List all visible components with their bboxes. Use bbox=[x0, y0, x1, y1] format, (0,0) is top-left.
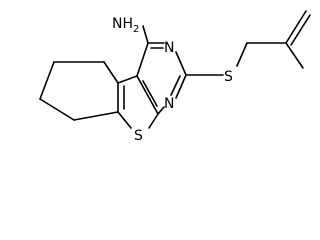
ring-nitrogen-bottom-label: N bbox=[164, 96, 174, 112]
bond-c2-n1 bbox=[175, 74, 187, 99]
bond-c4-nh2 bbox=[142, 25, 149, 44]
bond-n1-c7a bbox=[157, 106, 165, 115]
bond-c3a-s bbox=[117, 111, 132, 129]
bond-s-ch2 bbox=[236, 42, 248, 67]
bond-c-ch2-double-inner bbox=[290, 14, 311, 46]
bond-c4a-c4 bbox=[136, 42, 149, 77]
pyrimidine-ring bbox=[136, 42, 187, 115]
thiophene-sulfur-label: S bbox=[134, 128, 143, 144]
bond-c4a-c7a-double bbox=[136, 75, 159, 115]
bond-s-c7a bbox=[148, 113, 159, 129]
chemical-structure-diagram: NH2 N N S S bbox=[39, 10, 311, 144]
methallyl-thio-chain bbox=[185, 10, 311, 76]
bond-n3-c2 bbox=[175, 51, 187, 76]
bond-c4a-c7a-double-inner bbox=[142, 80, 158, 107]
bond-c2-n1-inner bbox=[170, 75, 181, 96]
amine-label: NH2 bbox=[112, 16, 139, 35]
bond-c-ch3 bbox=[285, 42, 304, 69]
bond-c5-c4 bbox=[39, 98, 75, 121]
cyclopentane-ring bbox=[39, 61, 119, 121]
bond-c4-c3a bbox=[73, 111, 119, 121]
bond-c3-c4a bbox=[117, 75, 138, 84]
thiophene-ring bbox=[117, 75, 159, 129]
ring-nitrogen-top-label: N bbox=[164, 40, 174, 56]
bond-c1-c5 bbox=[39, 61, 55, 100]
thioether-sulfur-label: S bbox=[224, 69, 233, 85]
bond-c-ch2-double bbox=[285, 10, 307, 44]
bond-c2-c3 bbox=[103, 61, 119, 84]
